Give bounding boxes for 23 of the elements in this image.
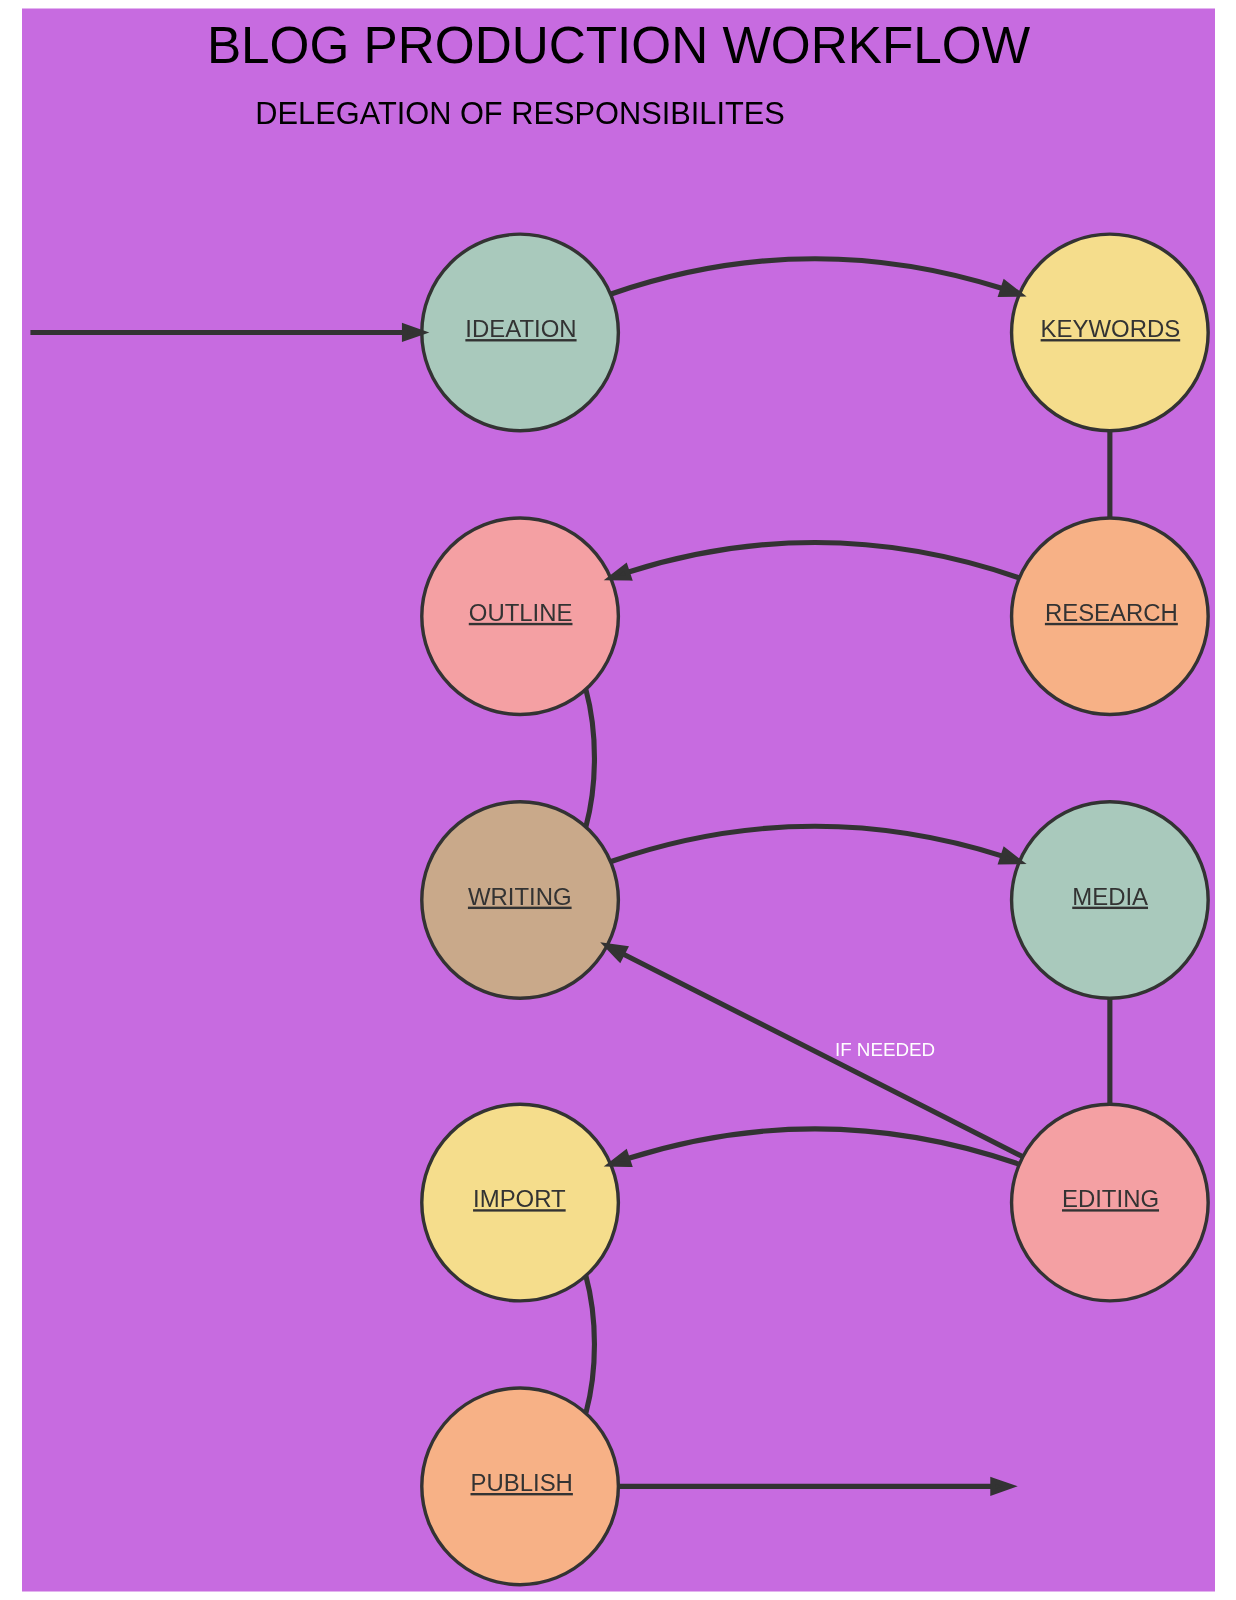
connector (582, 1275, 597, 1414)
arrow (609, 256, 1027, 297)
node-circle: KEYWORDS (1009, 232, 1210, 433)
arrow (599, 942, 1024, 1159)
node-circle: WRITING (419, 800, 620, 1000)
connector (582, 688, 597, 828)
arrow (29, 322, 429, 343)
connector (1106, 998, 1112, 1105)
diagram-title: BLOG PRODUCTION WORKFLOW (206, 17, 1030, 75)
node-circle: EDITING (1009, 1102, 1210, 1303)
arrow (603, 1126, 1020, 1168)
arrow (618, 1476, 1018, 1496)
node-circle: PUBLISH (419, 1386, 620, 1587)
edge-label: IF NEEDED (834, 1039, 935, 1061)
node-circle: IDEATION (419, 232, 620, 433)
node-circle: RESEARCH (1009, 516, 1210, 717)
label: DELEGATION OF RESPONSIBILITES (254, 95, 785, 131)
arrow (609, 823, 1027, 865)
arrow (603, 540, 1020, 581)
connector (1106, 431, 1112, 518)
node-circle: IMPORT (419, 1102, 620, 1303)
node-circle: OUTLINE (419, 516, 620, 717)
node-circle: MEDIA (1009, 800, 1210, 1000)
